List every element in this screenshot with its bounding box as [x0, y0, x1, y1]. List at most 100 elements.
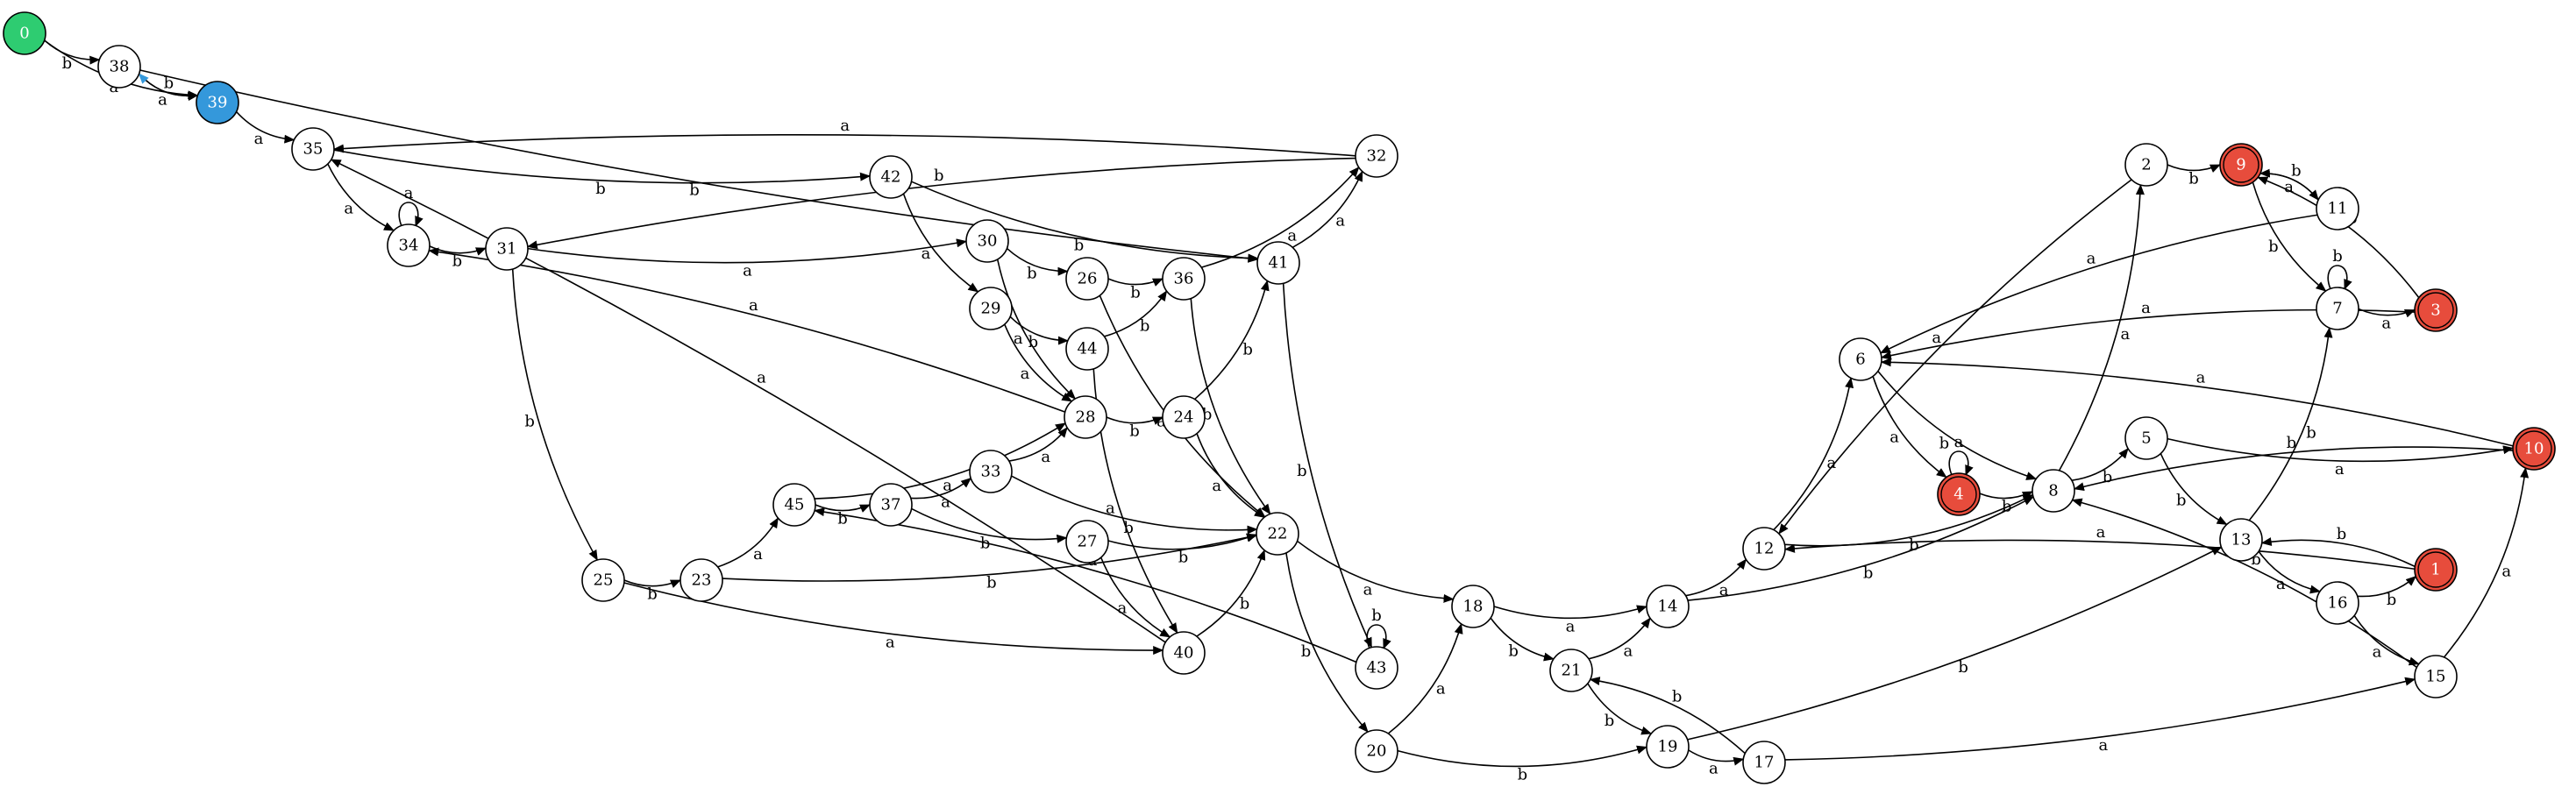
state-node-14[interactable]: 14	[1646, 585, 1690, 628]
state-circle	[1065, 327, 1109, 371]
state-node-18[interactable]: 18	[1451, 585, 1495, 628]
state-node-38[interactable]: 38	[97, 45, 141, 89]
edge-22-20: b	[1285, 552, 1369, 733]
edge-14-8: b	[1687, 496, 2034, 601]
edge-path	[1685, 558, 1747, 597]
edge-label: b	[1028, 333, 1039, 351]
state-node-15[interactable]: 15	[2414, 655, 2458, 698]
state-circle	[1355, 729, 1398, 773]
state-node-41[interactable]: 41	[1256, 241, 1300, 285]
state-node-17[interactable]: 17	[1742, 741, 1786, 784]
edge-label: b	[1909, 535, 1919, 554]
state-circle	[1065, 257, 1109, 301]
state-node-32[interactable]: 32	[1355, 134, 1398, 178]
state-circle	[1162, 631, 1206, 675]
state-circle	[196, 81, 239, 124]
edge-label: a	[2098, 736, 2108, 755]
edge-label: b	[1508, 642, 1519, 661]
edge-45-37: b	[815, 504, 871, 528]
state-node-44[interactable]: 44	[1065, 327, 1109, 371]
state-node-45[interactable]: 45	[772, 483, 816, 527]
state-node-26[interactable]: 26	[1065, 257, 1109, 301]
edge-path	[1587, 683, 1653, 735]
state-node-29[interactable]: 29	[969, 287, 1013, 330]
state-circle	[869, 483, 913, 527]
state-node-16[interactable]: 16	[2316, 581, 2359, 625]
state-node-7[interactable]: 7	[2316, 287, 2359, 330]
state-node-42[interactable]: 42	[869, 155, 913, 199]
edge-label: b	[1301, 642, 1312, 661]
state-node-31[interactable]: 31	[485, 227, 529, 271]
state-label: 10	[2524, 440, 2544, 458]
edge-path	[333, 149, 872, 184]
edge-path	[1979, 491, 2033, 500]
edge-8-5: b	[2071, 448, 2129, 486]
state-node-23[interactable]: 23	[680, 558, 723, 602]
state-node-12[interactable]: 12	[1742, 527, 1786, 571]
state-node-28[interactable]: 28	[1064, 395, 1107, 439]
state-node-5[interactable]: 5	[2124, 416, 2168, 460]
state-node-8[interactable]: 8	[2032, 469, 2075, 513]
edge-label: a	[1436, 680, 1446, 698]
edge-28-24: b	[1106, 416, 1163, 441]
state-node-33[interactable]: 33	[969, 450, 1013, 493]
edge-label: b	[2268, 238, 2279, 256]
state-node-11[interactable]: 11	[2316, 187, 2359, 230]
edge-18-21: b	[1490, 617, 1555, 662]
state-label: 14	[1658, 598, 1678, 616]
edge-12-6: a	[1773, 377, 1854, 531]
state-node-20[interactable]: 20	[1355, 729, 1398, 773]
state-node-0[interactable]: 0	[3, 11, 46, 55]
state-label: 18	[1463, 598, 1484, 616]
state-node-19[interactable]: 19	[1646, 725, 1690, 769]
edge-35-34: a	[327, 163, 395, 231]
accepting-ring	[2223, 146, 2259, 183]
edge-29-28: a	[1004, 323, 1073, 402]
state-node-36[interactable]: 36	[1162, 257, 1206, 301]
state-node-40[interactable]: 40	[1162, 631, 1206, 675]
state-node-27[interactable]: 27	[1065, 520, 1109, 564]
state-node-6[interactable]: 6	[1839, 337, 1882, 381]
edge-label: b	[1242, 341, 1253, 359]
edge-label: b	[837, 510, 848, 528]
edge-9-7: b	[2252, 181, 2327, 292]
state-node-13[interactable]: 13	[2219, 518, 2263, 562]
state-circle	[969, 287, 1013, 330]
state-node-9[interactable]: 9	[2219, 143, 2263, 187]
state-label: 45	[785, 496, 805, 514]
state-node-10[interactable]: 10	[2512, 427, 2556, 471]
edge-15-8: b	[2071, 498, 2417, 669]
edge-label: a	[1014, 330, 1023, 348]
state-node-30[interactable]: 30	[965, 219, 1009, 263]
state-node-43[interactable]: 43	[1355, 646, 1398, 690]
edge-19-17: a	[1688, 749, 1745, 777]
state-node-39[interactable]: 39	[196, 81, 239, 124]
state-node-37[interactable]: 37	[869, 483, 913, 527]
edge-34-34: a	[398, 184, 423, 227]
state-node-3[interactable]: 3	[2414, 288, 2458, 332]
state-node-2[interactable]: 2	[2124, 143, 2168, 187]
edge-44-36: b	[1104, 290, 1168, 337]
edge-path	[1004, 323, 1073, 402]
state-node-34[interactable]: 34	[387, 223, 431, 267]
edge-path	[1773, 377, 1854, 531]
edge-label: b	[1178, 549, 1189, 567]
state-node-22[interactable]: 22	[1256, 512, 1299, 556]
state-node-35[interactable]: 35	[291, 127, 335, 171]
edge-path	[511, 268, 598, 561]
edge-path	[1285, 552, 1369, 733]
state-node-25[interactable]: 25	[581, 558, 625, 602]
edge-label: b	[2176, 491, 2187, 509]
state-node-21[interactable]: 21	[1549, 649, 1593, 692]
edge-33-28: a	[1008, 427, 1068, 466]
edge-label: b	[1863, 564, 1874, 583]
edge-path	[2160, 453, 2228, 526]
edge-path	[1366, 624, 1391, 649]
state-node-24[interactable]: 24	[1162, 395, 1206, 439]
state-node-4[interactable]: 4	[1937, 472, 1981, 516]
edge-6-4: a	[1872, 376, 1947, 479]
edge-path	[2073, 446, 2514, 492]
edge-label: b	[1939, 434, 1950, 452]
state-node-1[interactable]: 1	[2414, 548, 2458, 592]
